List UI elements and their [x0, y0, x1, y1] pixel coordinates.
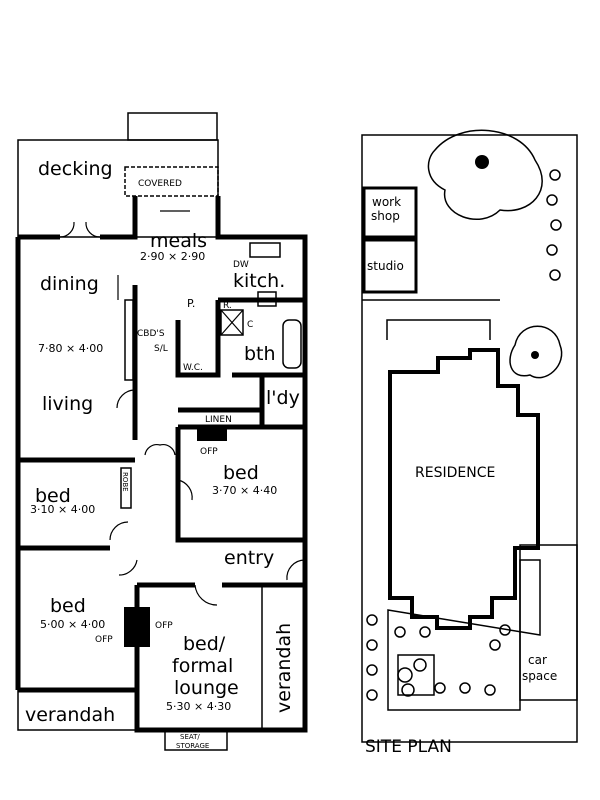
front-verandah — [17, 689, 138, 731]
label-workshop: work — [372, 195, 401, 209]
label-meals-dim: 2·90 × 2·90 — [140, 250, 205, 263]
door-swing — [144, 444, 176, 456]
label-lounge: formal — [172, 655, 233, 677]
label-lounge: lounge — [174, 677, 239, 699]
label-meals: meals — [150, 230, 207, 252]
car-space — [519, 544, 578, 701]
residence-outline — [388, 348, 540, 630]
label-car-space: car — [528, 653, 547, 667]
seat-storage — [164, 729, 228, 751]
label-dw: DW — [233, 260, 249, 270]
decking-area — [17, 139, 219, 238]
label-linen: LINEN — [205, 415, 232, 425]
wall — [175, 427, 305, 543]
door-swing — [109, 521, 129, 541]
label-laundry: l'dy — [266, 387, 300, 409]
door-swing — [118, 559, 138, 576]
label-bed1-dim: 5·00 × 4·00 — [40, 618, 105, 631]
workshop — [362, 186, 418, 239]
tree-icon — [509, 325, 563, 379]
label-ofp: OFP — [95, 635, 113, 645]
label-bath: bth — [244, 343, 276, 365]
label-entry: entry — [224, 547, 274, 569]
label-dining: dining — [40, 273, 99, 295]
shower-icon — [220, 309, 244, 336]
label-cbds: CBD'S — [137, 329, 165, 339]
label-bed3-dim: 3·10 × 4·00 — [30, 503, 95, 516]
label-kitchen: kitch. — [233, 270, 285, 292]
label-bed1: bed — [50, 595, 86, 617]
fireplace-icon — [197, 427, 227, 441]
cupboards — [124, 299, 134, 381]
label-lounge-dim: 5·30 × 4·30 — [166, 700, 231, 713]
label-decking: decking — [38, 158, 113, 180]
site-plan: work shop studio RESIDENCE car space SIT… — [361, 129, 578, 757]
label-skylight: S/L — [154, 344, 168, 354]
label-seat: SEAT/ — [180, 733, 200, 741]
label-residence: RESIDENCE — [415, 465, 495, 481]
label-verandah-side: verandah — [273, 623, 295, 713]
label-verandah-front: verandah — [25, 704, 115, 726]
label-ofp: OFP — [200, 447, 218, 457]
bathtub-icon — [282, 319, 302, 369]
studio — [362, 238, 418, 294]
label-workshop: shop — [371, 209, 400, 223]
label-lounge: bed/ — [183, 633, 226, 655]
covered-area — [124, 166, 219, 197]
site-boundary — [361, 134, 578, 743]
label-studio: studio — [367, 259, 404, 273]
door-swing — [194, 584, 218, 606]
cooktop-icon — [257, 291, 277, 307]
label-covered: COVERED — [138, 179, 182, 189]
label-ofp: OFP — [155, 621, 173, 631]
house-floor-plan: decking COVERED meals 2·90 × 2·90 DW kit… — [15, 112, 308, 751]
label-living: living — [42, 393, 93, 415]
wall — [175, 300, 221, 378]
shrubs — [366, 169, 562, 701]
label-storage: STORAGE — [176, 742, 209, 750]
deck-step — [127, 112, 218, 141]
fireplace-icon — [124, 607, 150, 647]
label-bed2-dim: 3·70 × 4·40 — [212, 484, 277, 497]
sink-icon — [249, 242, 281, 258]
door-swing — [286, 559, 306, 581]
door-swing — [177, 479, 193, 501]
label-bed2: bed — [223, 462, 259, 484]
label-dining-dim: 7·80 × 4·00 — [38, 342, 103, 355]
label-r: R. — [223, 301, 232, 311]
label-wc: W.C. — [183, 363, 203, 373]
label-car-space: space — [522, 669, 557, 683]
tree-icon — [427, 129, 543, 220]
front-garden — [387, 559, 541, 711]
site-plan-title: SITE PLAN — [365, 737, 452, 757]
label-robe: ROBE — [121, 472, 129, 492]
label-c: C — [247, 320, 253, 330]
label-pantry: P. — [187, 297, 195, 310]
roofline — [386, 319, 491, 340]
french-doors — [59, 221, 101, 238]
side-verandah — [261, 584, 306, 731]
robe-cupboard — [120, 467, 132, 509]
label-bed3: bed — [35, 485, 71, 507]
wall — [100, 196, 138, 240]
door-swing — [116, 389, 136, 409]
